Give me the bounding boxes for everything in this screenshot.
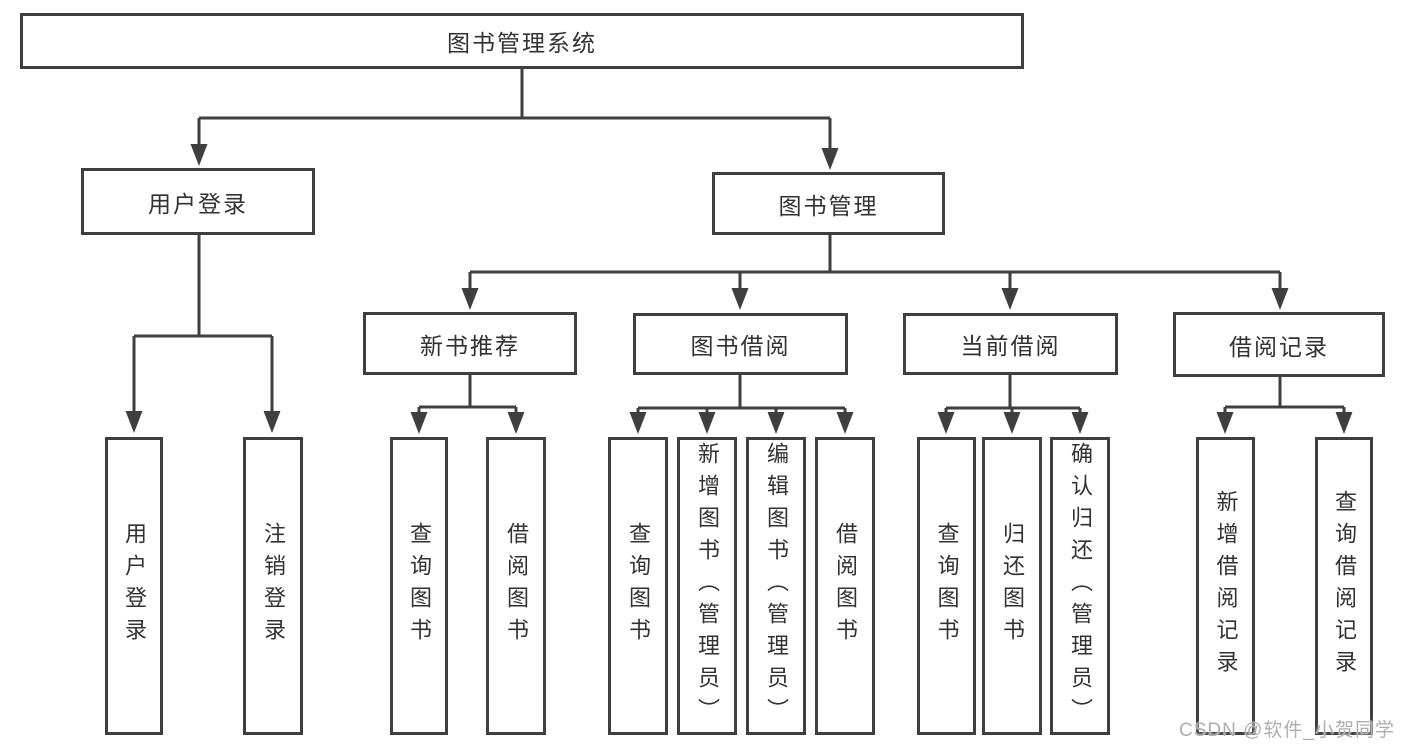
arrowhead-icon [1271, 288, 1289, 310]
leaf-edit-book-admin: 编辑图书（管理员） [746, 437, 806, 735]
arrowhead-icon [1001, 288, 1019, 310]
leaf-query-books-1: 查询图书 [390, 437, 448, 735]
watermark: CSDN @软件_小贺同学 [1179, 720, 1395, 741]
leaf-add-book-admin: 新增图书（管理员） [677, 437, 737, 735]
arrowhead-icon [698, 412, 716, 434]
leaf-query-books-3: 查询图书 [917, 437, 976, 735]
arrowhead-icon [410, 412, 428, 434]
arrowhead-icon [1003, 412, 1021, 434]
leaf-borrow-books-2: 借阅图书 [815, 437, 875, 735]
arrowhead-icon [821, 148, 839, 170]
arrowhead-icon [190, 144, 208, 166]
node-new-book-rec: 新书推荐 [363, 312, 577, 375]
node-user-login: 用户登录 [81, 168, 315, 235]
leaf-confirm-return-admin: 确认归还（管理员） [1050, 437, 1110, 735]
leaf-query-borrow-record: 查询借阅记录 [1315, 437, 1373, 735]
leaf-user-login: 用户登录 [105, 437, 163, 735]
arrowhead-icon [507, 412, 525, 434]
arrowhead-icon [461, 288, 479, 310]
node-book-borrow: 图书借阅 [633, 313, 848, 375]
arrowhead-icon [1216, 412, 1234, 434]
arrowhead-icon [629, 412, 647, 434]
arrowhead-icon [125, 411, 143, 433]
leaf-return-books: 归还图书 [982, 437, 1042, 735]
node-root: 图书管理系统 [20, 13, 1024, 69]
arrowhead-icon [1335, 412, 1353, 434]
arrowhead-icon [836, 412, 854, 434]
arrowhead-icon [731, 288, 749, 310]
leaf-borrow-books-1: 借阅图书 [486, 437, 546, 735]
arrowhead-icon [767, 412, 785, 434]
arrowhead-icon [937, 412, 955, 434]
leaf-logout: 注销登录 [243, 437, 303, 735]
arrowhead-icon [263, 411, 281, 433]
arrowhead-icon [1071, 412, 1089, 434]
node-book-mgmt: 图书管理 [712, 172, 945, 235]
leaf-query-books-2: 查询图书 [608, 437, 668, 735]
node-current-borrow: 当前借阅 [903, 313, 1118, 375]
leaf-add-borrow-record: 新增借阅记录 [1196, 437, 1255, 735]
node-borrow-records: 借阅记录 [1173, 312, 1385, 377]
